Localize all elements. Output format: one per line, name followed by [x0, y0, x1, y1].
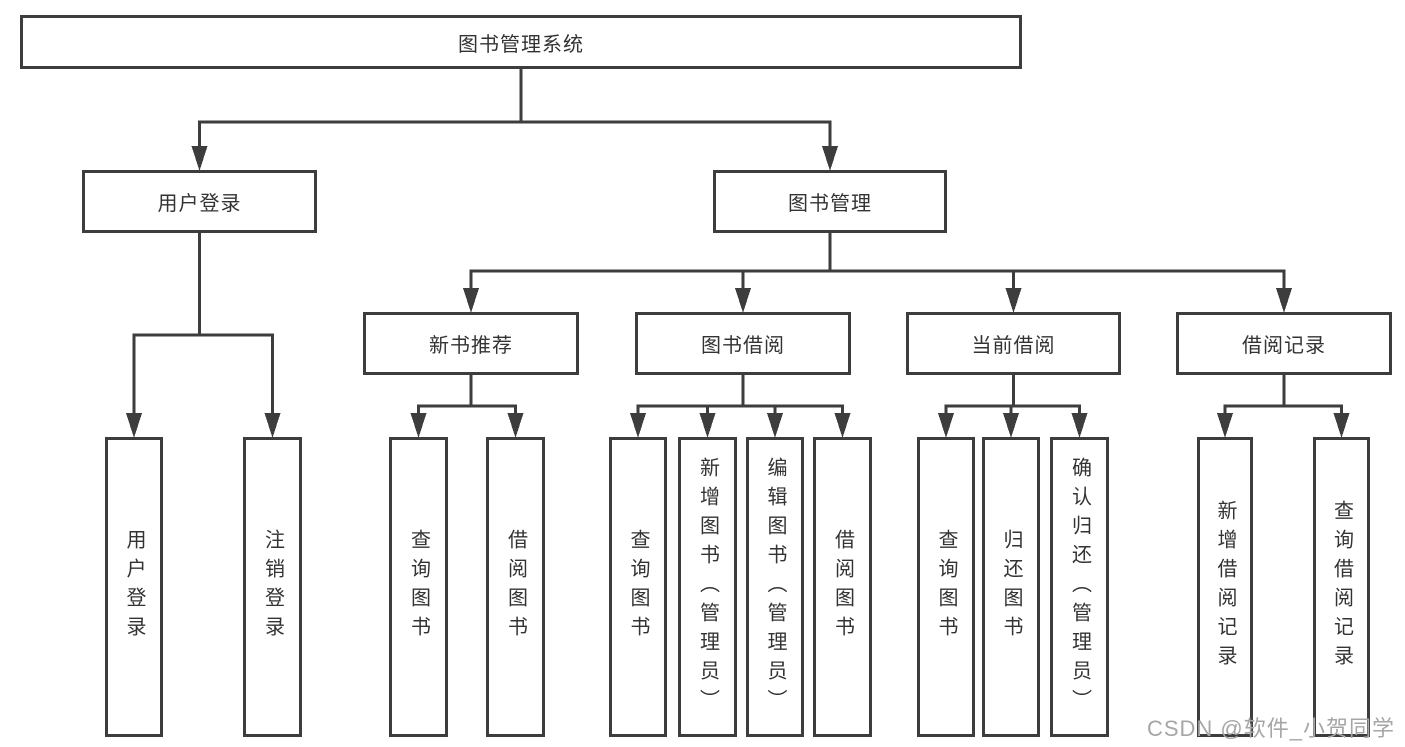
diagram-node-edit-books: 编辑图书（管理员） [746, 437, 804, 737]
diagram-node-query-books-3: 查询图书 [917, 437, 975, 737]
diagram-node-borrow-books-2: 借阅图书 [813, 437, 872, 737]
arrow-down-icon [630, 413, 646, 438]
diagram-node-borrow-records: 借阅记录 [1176, 312, 1392, 375]
arrow-down-icon [191, 146, 208, 171]
node-label: 用户登录 [123, 529, 145, 645]
node-label: 图书借阅 [701, 335, 785, 357]
arrow-down-icon [822, 146, 838, 171]
node-label: 当前借阅 [971, 335, 1056, 357]
arrow-down-icon [410, 413, 427, 438]
diagram-node-return-books: 归还图书 [982, 437, 1040, 737]
arrow-down-icon [834, 413, 851, 438]
node-label: 借阅图书 [504, 529, 527, 645]
diagram-node-new-book-rec: 新书推荐 [363, 312, 579, 375]
diagram-node-add-borrow-rec: 新增借阅记录 [1197, 437, 1253, 737]
diagram-node-query-borrow-rec: 查询借阅记录 [1313, 437, 1370, 737]
arrow-down-icon [507, 413, 524, 438]
diagram-node-book-borrow: 图书借阅 [635, 312, 851, 375]
node-label: 注销登录 [261, 529, 284, 645]
node-label: 查询图书 [935, 529, 957, 645]
arrow-down-icon [938, 413, 954, 438]
node-label: 查询图书 [627, 529, 649, 645]
arrow-down-icon [126, 413, 142, 438]
arrow-down-icon [264, 413, 281, 438]
diagram-node-query-books-1: 查询图书 [389, 437, 448, 737]
node-label: 图书管理系统 [458, 33, 584, 56]
watermark: CSDN @软件_小贺同学 [1146, 716, 1395, 741]
arrow-down-icon [1276, 288, 1292, 313]
node-label: 借阅图书 [831, 529, 854, 645]
arrow-down-icon [1005, 288, 1022, 313]
diagram-node-logout-leaf: 注销登录 [243, 437, 302, 737]
node-label: 归还图书 [1000, 529, 1022, 645]
arrow-down-icon [735, 288, 751, 313]
node-label: 用户登录 [157, 193, 242, 215]
node-label: 借阅记录 [1242, 335, 1326, 357]
diagram-node-system: 图书管理系统 [20, 15, 1022, 69]
node-label: 查询借阅记录 [1330, 500, 1353, 674]
node-label: 新增借阅记录 [1214, 500, 1236, 674]
diagram-node-book-mgmt: 图书管理 [713, 170, 947, 233]
diagram-node-borrow-books-1: 借阅图书 [486, 437, 545, 737]
arrow-down-icon [1333, 413, 1350, 438]
node-label: 确认归还（管理员） [1068, 456, 1091, 718]
node-label: 新增图书（管理员） [696, 456, 719, 718]
diagram-node-login-leaf: 用户登录 [105, 437, 163, 737]
node-label: 编辑图书（管理员） [764, 456, 786, 718]
diagram-node-confirm-return: 确认归还（管理员） [1050, 437, 1109, 737]
arrow-down-icon [767, 413, 783, 438]
arrow-down-icon [1071, 413, 1088, 438]
arrow-down-icon [1003, 413, 1019, 438]
diagram-node-user-login: 用户登录 [82, 170, 317, 233]
diagram-node-current-borrow: 当前借阅 [906, 312, 1121, 375]
diagram-node-query-books-2: 查询图书 [609, 437, 667, 737]
node-label: 查询图书 [407, 529, 430, 645]
node-label: 图书管理 [788, 193, 872, 215]
arrow-down-icon [699, 413, 716, 438]
diagram-node-add-books: 新增图书（管理员） [678, 437, 737, 737]
node-label: 新书推荐 [429, 335, 513, 357]
arrow-down-icon [1217, 413, 1233, 438]
arrow-down-icon [463, 288, 479, 313]
